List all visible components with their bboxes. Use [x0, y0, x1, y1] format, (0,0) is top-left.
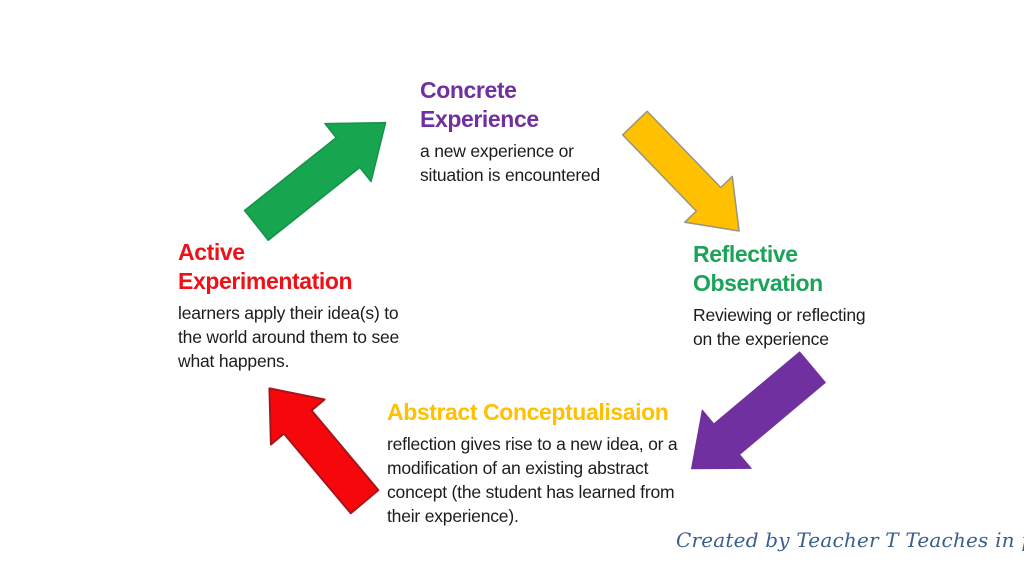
credit-text: Created by Teacher T Teaches in ppt [676, 528, 1024, 552]
up-right-arrow-icon [243, 121, 387, 241]
down-right-arrow-icon [621, 110, 740, 232]
stage-desc-line: situation is encountered [420, 165, 601, 185]
stage-desc-line: the world around them to see [178, 327, 400, 347]
stage-desc-line: on the experience [693, 329, 829, 349]
stage-description: a new experience or situation is encount… [420, 139, 600, 187]
stage-title: Active Experimentation [178, 238, 399, 296]
stage-title-line: Experimentation [178, 268, 353, 294]
stage-concrete-experience: Concrete Experience a new experience or … [420, 76, 600, 187]
stage-title-line: Experience [420, 106, 539, 132]
stage-reflective-observation: Reflective Observation Reviewing or refl… [693, 240, 866, 351]
down-left-arrow-icon [690, 351, 826, 470]
stage-desc-line: their experience). [387, 506, 519, 526]
stage-title-line: Observation [693, 270, 823, 296]
up-left-arrow-icon [268, 387, 380, 515]
stage-description: learners apply their idea(s) to the worl… [178, 301, 399, 373]
stage-desc-line: concept (the student has learned from [387, 482, 675, 502]
stage-active-experimentation: Active Experimentation learners apply th… [178, 238, 399, 373]
stage-title-line: Active [178, 239, 245, 265]
stage-title-line: Abstract Conceptualisaion [387, 399, 669, 425]
stage-abstract-conceptualisaion: Abstract Conceptualisaion reflection giv… [387, 398, 678, 528]
stage-title-line: Reflective [693, 241, 798, 267]
stage-description: Reviewing or reflecting on the experienc… [693, 303, 866, 351]
stage-desc-line: modification of an existing abstract [387, 458, 649, 478]
stage-desc-line: what happens. [178, 351, 290, 371]
stage-desc-line: a new experience or [420, 141, 574, 161]
stage-title: Reflective Observation [693, 240, 865, 298]
stage-title: Concrete Experience [420, 76, 600, 134]
stage-desc-line: learners apply their idea(s) to [178, 303, 399, 323]
stage-title: Abstract Conceptualisaion [387, 398, 677, 427]
stage-title-line: Concrete [420, 77, 517, 103]
stage-description: reflection gives rise to a new idea, or … [387, 432, 678, 528]
stage-desc-line: reflection gives rise to a new idea, or … [387, 434, 678, 454]
stage-desc-line: Reviewing or reflecting [693, 305, 866, 325]
